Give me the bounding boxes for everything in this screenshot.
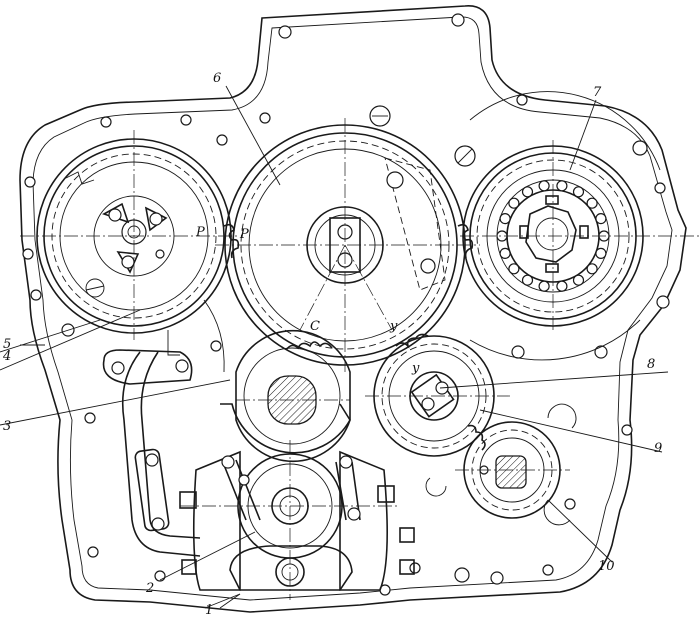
housing-inner-outline	[32, 16, 673, 601]
callout-1: 1	[205, 603, 213, 618]
crankshaft-gear	[220, 329, 351, 463]
bearing-ball	[572, 274, 585, 286]
bearing-ball	[521, 274, 534, 286]
left-gear-mark: P	[195, 225, 205, 240]
oil-pipe	[102, 299, 225, 557]
callout-7: 7	[593, 85, 602, 100]
callout-3: 3	[3, 419, 11, 434]
callout-labels: 1 2 3 4 5 6 7 8 9 10	[2, 71, 662, 618]
bearing-ball	[508, 197, 520, 209]
callout-8: 8	[647, 357, 655, 372]
callout-5: 5	[3, 337, 11, 352]
mesh-teeth-right	[457, 223, 474, 259]
center-gear-mark-c: C	[310, 319, 320, 334]
bearing-ball	[586, 197, 598, 209]
bearing-ball	[521, 186, 534, 198]
center-gear-mark-y: y	[389, 319, 398, 334]
bearing-ball	[499, 213, 511, 225]
bearing-ball	[538, 280, 550, 292]
callout-6: 6	[213, 71, 221, 86]
oil-pump-assembly	[179, 440, 415, 600]
small-gear	[425, 403, 577, 526]
bearing-ball	[595, 213, 607, 225]
bearing-ball	[556, 180, 568, 192]
callout-2: 2	[145, 581, 154, 596]
center-gear: P C y	[215, 118, 480, 372]
bearing-ball	[499, 247, 511, 259]
idler-gear-mark: y	[411, 361, 420, 376]
leader-lines	[0, 85, 669, 609]
bearing-balls	[496, 180, 610, 292]
bearing-ball	[595, 247, 607, 259]
rim-bolt-holes	[22, 13, 670, 596]
callout-9: 9	[654, 441, 662, 456]
bearing-ball	[556, 280, 568, 292]
callout-4: 4	[2, 349, 11, 364]
center-gear-mark-p: P	[239, 227, 249, 242]
idler-gear: y	[365, 333, 510, 457]
mesh-teeth-left	[223, 223, 240, 259]
bearing-ball	[572, 186, 585, 198]
bearing-ball	[586, 263, 598, 275]
left-gear: P	[20, 130, 240, 340]
bearing-ball	[508, 263, 520, 275]
right-gear	[460, 91, 700, 361]
callout-10: 10	[598, 559, 615, 574]
bearing-ball	[538, 180, 550, 192]
